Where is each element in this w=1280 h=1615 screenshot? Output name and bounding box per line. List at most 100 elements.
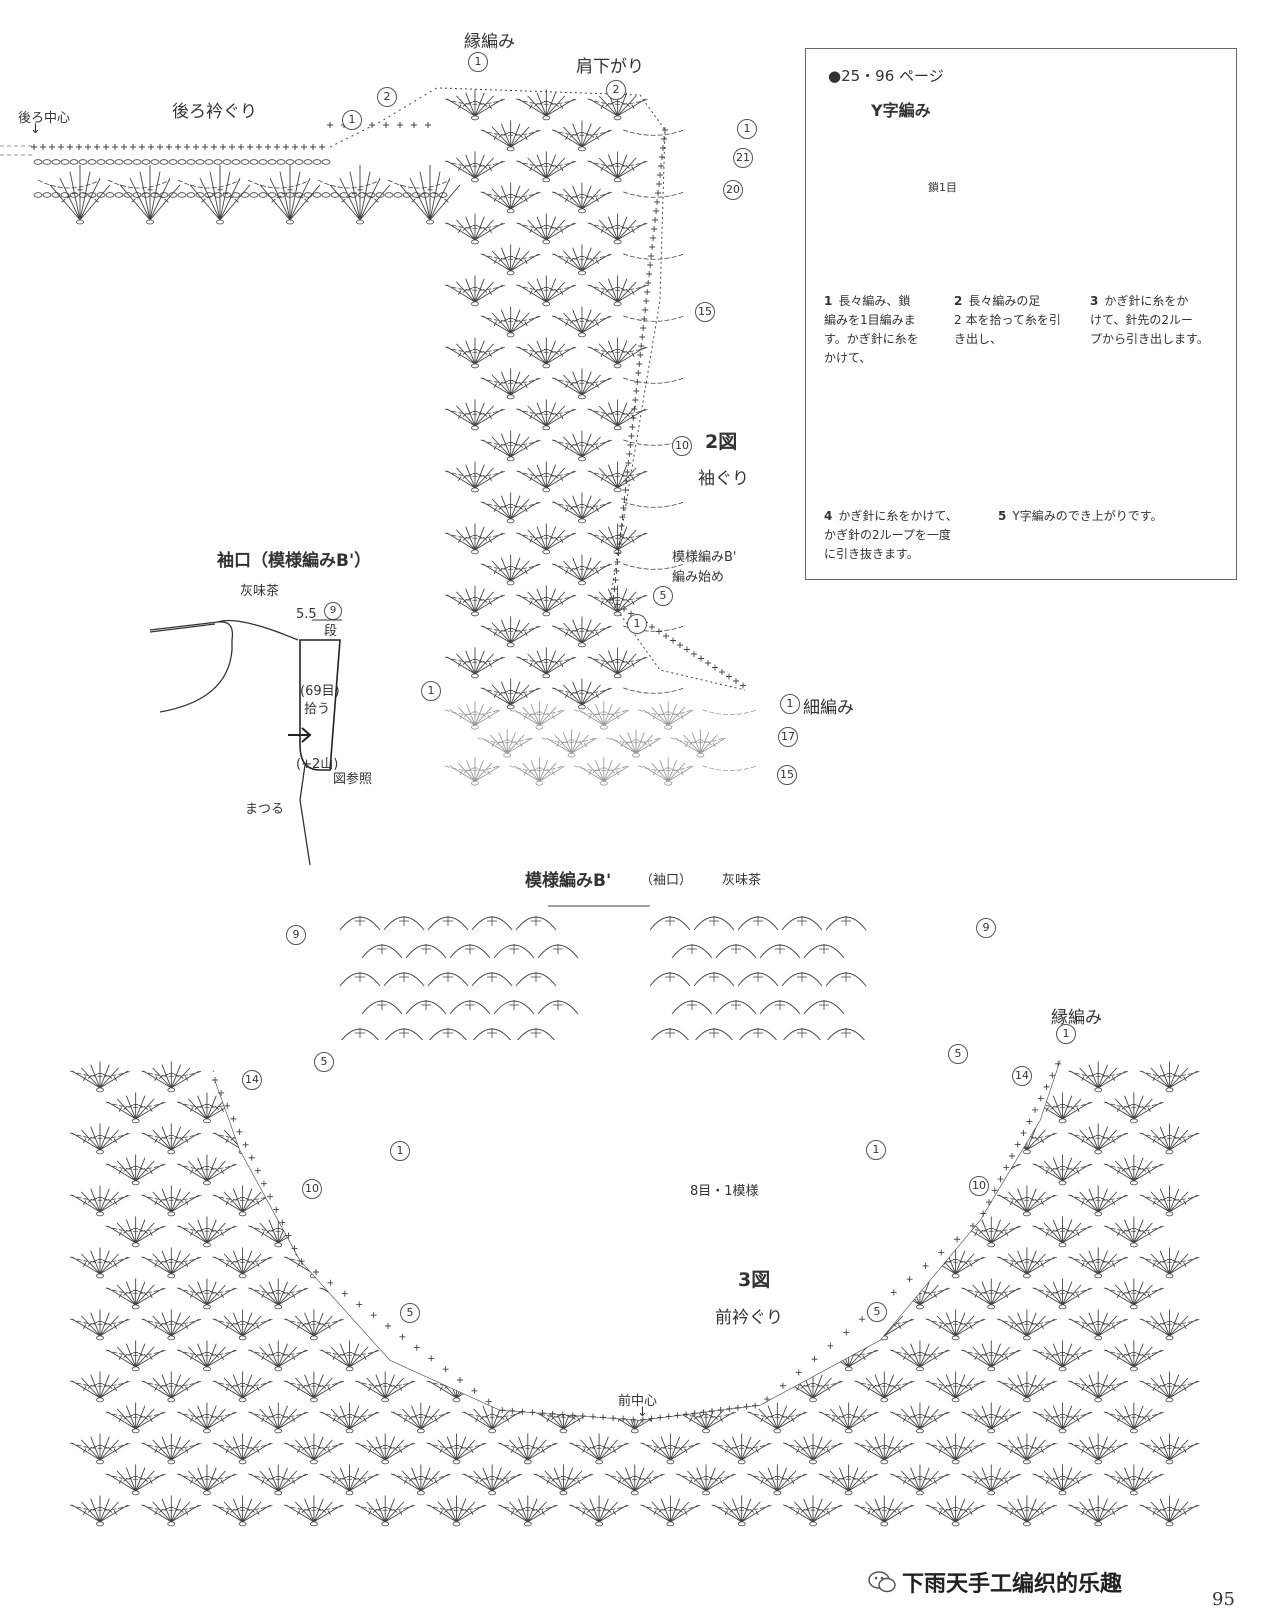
fan-shell bbox=[1070, 1433, 1127, 1461]
chain-arch bbox=[1032, 1349, 1094, 1356]
base-stitch bbox=[471, 115, 479, 121]
chain-arch bbox=[1103, 1287, 1166, 1294]
fan-shell bbox=[553, 554, 611, 582]
chain-arch bbox=[1068, 1256, 1130, 1263]
row-marker: 5 bbox=[867, 1302, 887, 1322]
chain-arch bbox=[711, 1504, 774, 1511]
base-stitch bbox=[471, 239, 479, 245]
chain-arch bbox=[702, 709, 758, 716]
base-stitch bbox=[1165, 1397, 1174, 1403]
chain-arch bbox=[1032, 1163, 1094, 1170]
shell-stitch bbox=[487, 1028, 497, 1038]
chain-arch bbox=[462, 1411, 524, 1418]
row-marker: 1 bbox=[737, 119, 757, 139]
fan-shell bbox=[963, 1278, 1020, 1306]
base-stitch bbox=[471, 780, 479, 786]
base-stitch bbox=[951, 1459, 960, 1465]
fan-shell bbox=[392, 1464, 449, 1492]
shell-stitch bbox=[531, 972, 541, 982]
base-stitch bbox=[506, 456, 515, 462]
fan-shell bbox=[1141, 1061, 1198, 1089]
chain-arch bbox=[516, 160, 578, 167]
chain-arch bbox=[1139, 1256, 1201, 1263]
chain-arch bbox=[176, 1225, 239, 1232]
shell-stitch bbox=[731, 1000, 741, 1010]
chain-arch bbox=[1032, 1473, 1094, 1480]
fan-shell bbox=[178, 1278, 236, 1306]
wechat-icon bbox=[868, 1571, 896, 1593]
fan-shell bbox=[553, 430, 611, 458]
chain-arch bbox=[177, 179, 241, 189]
row-marker: 5 bbox=[653, 586, 673, 606]
fan-shell bbox=[606, 1464, 663, 1492]
fan-shell bbox=[285, 1371, 343, 1399]
base-stitch bbox=[238, 1273, 247, 1279]
edge-stitch bbox=[212, 1077, 218, 1083]
shell-stitch bbox=[841, 972, 851, 982]
row-marker: 5 bbox=[400, 1303, 420, 1323]
base-stitch bbox=[773, 1428, 782, 1434]
chain-arch bbox=[516, 594, 578, 601]
fan-shell bbox=[178, 1216, 236, 1244]
base-stitch bbox=[987, 1242, 996, 1248]
base-stitch bbox=[203, 1304, 211, 1310]
chain-arch bbox=[176, 1163, 239, 1170]
base-stitch bbox=[613, 301, 622, 307]
fan-shell bbox=[449, 757, 501, 782]
chain-arch bbox=[675, 1473, 738, 1480]
base-stitch bbox=[559, 1490, 568, 1496]
edge-stitch bbox=[938, 1249, 945, 1256]
base-stitch bbox=[131, 1180, 140, 1186]
base-stitch bbox=[167, 1149, 176, 1155]
base-stitch bbox=[578, 704, 586, 710]
edge-stitch bbox=[442, 1366, 449, 1373]
base-stitch bbox=[506, 146, 515, 152]
fan-shell bbox=[589, 461, 646, 489]
row-marker: 2 bbox=[606, 80, 626, 100]
base-stitch bbox=[1094, 1335, 1103, 1341]
base-stitch bbox=[664, 780, 673, 786]
chain-arch bbox=[105, 1473, 168, 1480]
chain-arch bbox=[509, 709, 564, 716]
fan-shell bbox=[513, 701, 565, 726]
fan-shell bbox=[259, 165, 321, 221]
base-stitch bbox=[1129, 1428, 1138, 1434]
chain-arch bbox=[444, 222, 507, 229]
fan-shell bbox=[891, 1340, 949, 1368]
edge-stitch bbox=[370, 1312, 377, 1319]
chain-arch bbox=[480, 377, 543, 384]
fan-shell bbox=[589, 275, 646, 303]
base-stitch bbox=[737, 1521, 746, 1527]
fan-shell bbox=[1141, 1433, 1198, 1461]
fan-shell bbox=[1105, 1278, 1162, 1306]
edge-stitch bbox=[413, 1344, 420, 1351]
chain-arch bbox=[444, 594, 507, 601]
edge-stitch bbox=[980, 1210, 987, 1217]
base-stitch bbox=[274, 1304, 283, 1310]
base-stitch bbox=[1165, 1087, 1174, 1093]
fan-shell bbox=[1105, 1154, 1162, 1182]
edge-stitch bbox=[648, 253, 655, 259]
chain-arch bbox=[889, 1349, 952, 1356]
edge-stitch bbox=[1020, 1129, 1027, 1136]
edge-stitch bbox=[589, 1413, 596, 1420]
shell-stitch bbox=[553, 1000, 563, 1010]
base-stitch bbox=[535, 780, 544, 786]
base-stitch bbox=[599, 780, 608, 786]
chain-arch bbox=[105, 1287, 168, 1294]
chain-arch bbox=[283, 1380, 346, 1387]
shell-stitch bbox=[709, 972, 719, 982]
chain-arch bbox=[573, 709, 629, 716]
see-figure-label: 図参照 bbox=[333, 772, 373, 787]
fan-shell bbox=[998, 1433, 1056, 1461]
fan-shell bbox=[250, 1278, 307, 1306]
fan-shell bbox=[481, 729, 533, 754]
shell-stitch bbox=[443, 916, 453, 926]
pattern-start-label-1: 模様編みB' bbox=[672, 550, 737, 565]
fan-shell bbox=[820, 1464, 877, 1492]
fan-shell bbox=[482, 306, 539, 334]
fan-shell bbox=[71, 1371, 129, 1399]
base-stitch bbox=[1094, 1087, 1103, 1093]
base-stitch bbox=[599, 724, 608, 730]
